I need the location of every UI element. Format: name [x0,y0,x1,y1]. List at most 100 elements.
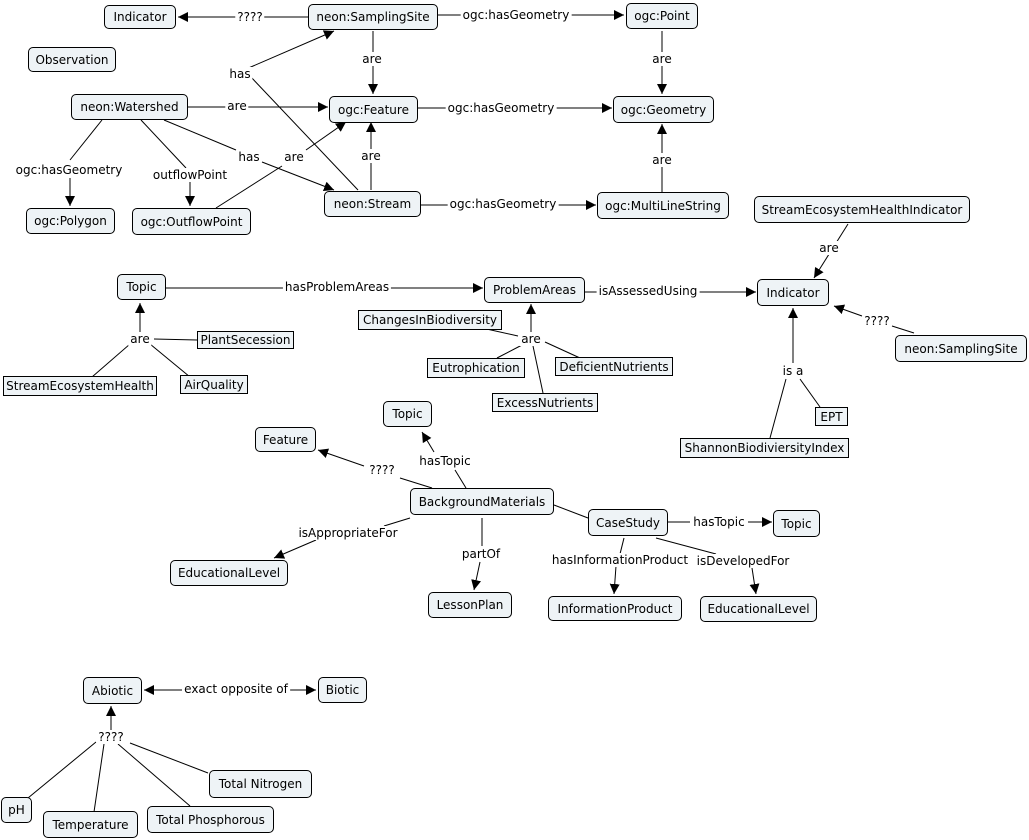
edge-line [544,341,581,359]
ogc-feature-node[interactable]: ogc:Feature [329,96,418,123]
ogc-polygon-node[interactable]: ogc:Polygon [26,208,115,234]
edge-line [496,344,523,359]
edge-label: exact opposite of [182,682,290,696]
total-phosphorous-node[interactable]: Total Phosphorous [147,806,274,833]
lesson-plan-node[interactable]: LessonPlan [428,592,512,618]
edge-label: hasTopic [417,454,473,468]
edge-line [399,477,433,489]
educational-level-node[interactable]: EducationalLevel [170,560,288,586]
edge-label: hasTopic [691,515,747,529]
case-study-node[interactable]: CaseStudy [588,509,668,536]
edge-line [91,343,131,378]
edge-label: ???? [862,314,892,328]
indicator-node[interactable]: Indicator [104,5,176,29]
plant-secession-node[interactable]: PlantSecession [197,331,294,349]
edge-label: hasProblemAreas [282,280,392,294]
edge-label: are [359,149,383,163]
edge-line [163,119,237,151]
edge-line [609,565,620,595]
edge-line [749,567,760,595]
indicator-node[interactable]: Indicator [757,279,829,306]
neon-stream-node[interactable]: neon:Stream [324,191,421,217]
deficient-nutrients-node[interactable]: DeficientNutrients [555,357,673,376]
air-quality-node[interactable]: AirQuality [180,375,248,394]
biotic-node[interactable]: Biotic [318,677,367,703]
edge-line [799,378,821,408]
edge-label: has [236,150,262,164]
edge-line [317,448,365,467]
feature-node[interactable]: Feature [255,427,316,452]
edge-label: are [519,332,543,346]
edge-label: are [128,332,152,346]
edge-line [93,743,105,813]
edge-label: has [227,67,253,81]
temperature-node[interactable]: Temperature [43,811,138,838]
edge-line [891,325,915,334]
topic-node[interactable]: Topic [117,274,166,300]
ogc-multilinestring-node[interactable]: ogc:MultiLineString [597,192,729,219]
edge-line [273,539,317,559]
edge-line [117,743,191,807]
edge-label: ogc:hasGeometry [460,8,572,22]
shannon-index-node[interactable]: ShannonBiodiviersityIndex [680,438,849,458]
edge-line [305,121,347,151]
edge-line [454,469,467,489]
edge-line [421,431,435,453]
ogc-point-node[interactable]: ogc:Point [626,3,698,29]
edge-label: ???? [367,463,397,477]
edge-label: are [650,52,674,66]
edge-line [27,741,97,799]
edge-label: isAppropriateFor [296,526,400,540]
edge-label: outflowPoint [150,168,230,182]
edge-label: isDevelopedFor [694,554,792,568]
ogc-geometry-node[interactable]: ogc:Geometry [613,96,714,123]
stream-eco-health-indicator-node[interactable]: StreamEcosystemHealthIndicator [754,196,970,223]
educational-level-node[interactable]: EducationalLevel [700,596,817,622]
edge-line [769,378,787,439]
edge-label: hasInformationProduct [549,553,691,567]
background-materials-node[interactable]: BackgroundMaterials [410,488,554,515]
edge-label: ???? [235,10,265,24]
ph-node[interactable]: pH [1,797,32,823]
edge-line [129,742,209,774]
edge-label: ogc:hasGeometry [445,101,557,115]
problem-areas-node[interactable]: ProblemAreas [484,277,585,303]
topic-node[interactable]: Topic [773,510,820,537]
edge-label: ???? [96,730,126,744]
edge-line [471,561,481,591]
edge-line [553,504,589,519]
topic-node[interactable]: Topic [383,401,432,427]
edge-label: partOf [459,547,503,561]
edge-label: ogc:hasGeometry [447,197,559,211]
observation-node[interactable]: Observation [28,47,116,72]
edge-label: are [817,241,841,255]
edge-line [69,119,103,161]
ogc-outflow-point-node[interactable]: ogc:OutflowPoint [132,208,251,235]
edge-line [833,304,863,317]
edge-line [655,537,717,555]
edge-line [249,75,359,191]
edge-line [149,343,191,378]
edge-label: isAssessedUsing [596,284,700,298]
edge-line [619,537,625,555]
information-product-node[interactable]: InformationProduct [548,596,682,621]
edge-line [140,119,187,169]
sampling-site-node[interactable]: neon:SamplingSite [895,335,1027,362]
edge-label: is a [780,364,806,378]
edge-label: are [650,153,674,167]
edge-label: ogc:hasGeometry [13,163,125,177]
edge-line [532,345,544,394]
total-nitrogen-node[interactable]: Total Nitrogen [209,770,312,798]
eutrophication-node[interactable]: Eutrophication [427,358,525,378]
neon-watershed-node[interactable]: neon:Watershed [71,94,188,120]
excess-nutrients-node[interactable]: ExcessNutrients [492,393,598,412]
stream-eco-health-node[interactable]: StreamEcosystemHealth [3,376,157,396]
abiotic-node[interactable]: Abiotic [83,677,142,704]
edge-label: are [225,99,249,113]
edge-line [383,517,411,527]
ept-node[interactable]: EPT [815,407,848,426]
sampling-site-node[interactable]: neon:SamplingSite [308,4,438,30]
changes-in-biodiversity-node[interactable]: ChangesInBiodiversity [358,310,502,330]
